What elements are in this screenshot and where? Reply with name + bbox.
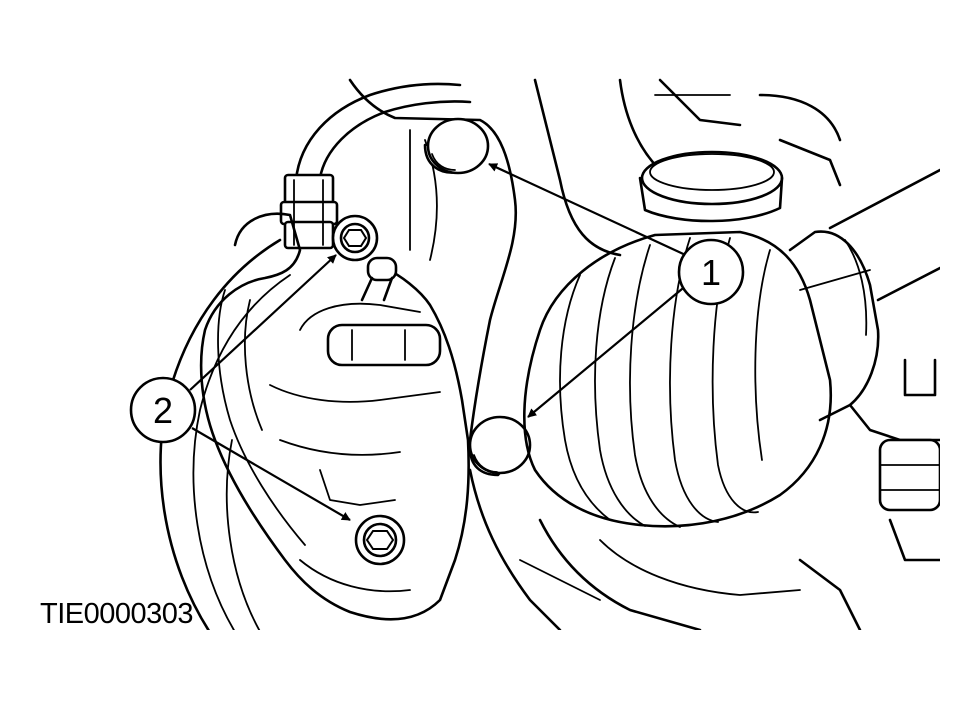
- caliper-housing: [199, 212, 470, 621]
- callout-2-label: 2: [153, 390, 173, 431]
- callout-1: 1: [677, 238, 745, 306]
- callout-1-label: 1: [701, 252, 721, 293]
- leader-1-lower: [527, 283, 689, 418]
- upper-guide-pin-bolt: [331, 214, 379, 262]
- leader-2-upper: [189, 254, 337, 391]
- lower-guide-pin-bolt: [354, 514, 406, 566]
- leader-1-upper: [488, 163, 693, 259]
- brake-hose: [294, 82, 462, 182]
- leader-2-lower: [191, 427, 351, 521]
- drive-shaft: [788, 168, 940, 422]
- leader-lines: [189, 163, 693, 521]
- brake-disc: [159, 238, 282, 630]
- cv-joint-boot: [523, 230, 833, 528]
- lower-rubber-plug: [468, 415, 532, 477]
- callout-2: 2: [129, 376, 197, 444]
- figure-reference-code: TIE0000303: [40, 598, 194, 630]
- strut-mount: [638, 150, 784, 223]
- upper-rubber-plug: [423, 117, 490, 175]
- linework: [159, 78, 940, 630]
- bleed-screw: [360, 256, 398, 302]
- steering-knuckle: [348, 78, 518, 442]
- hose-fitting: [279, 173, 339, 250]
